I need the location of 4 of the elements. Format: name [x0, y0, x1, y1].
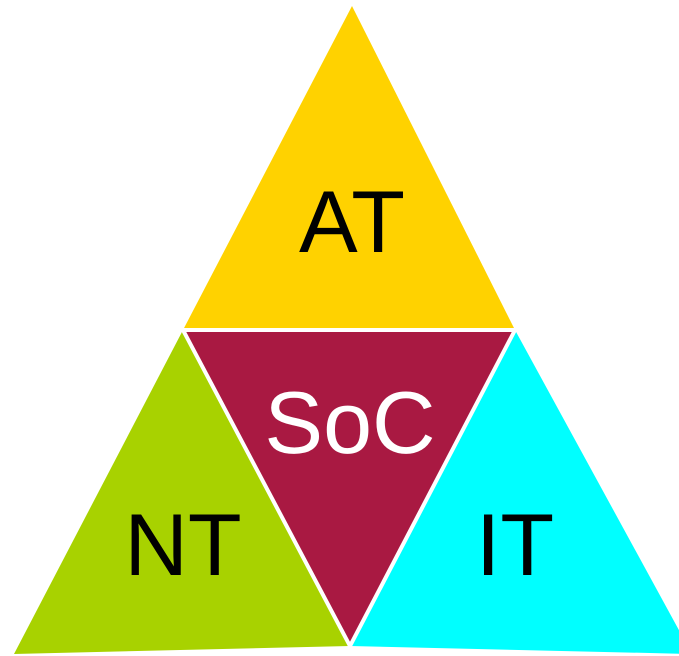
triangle-label: AT [299, 178, 405, 266]
triangle-label: IT [476, 501, 554, 589]
triangle-label: NT [124, 501, 242, 589]
triangle-label: SoC [264, 379, 436, 467]
